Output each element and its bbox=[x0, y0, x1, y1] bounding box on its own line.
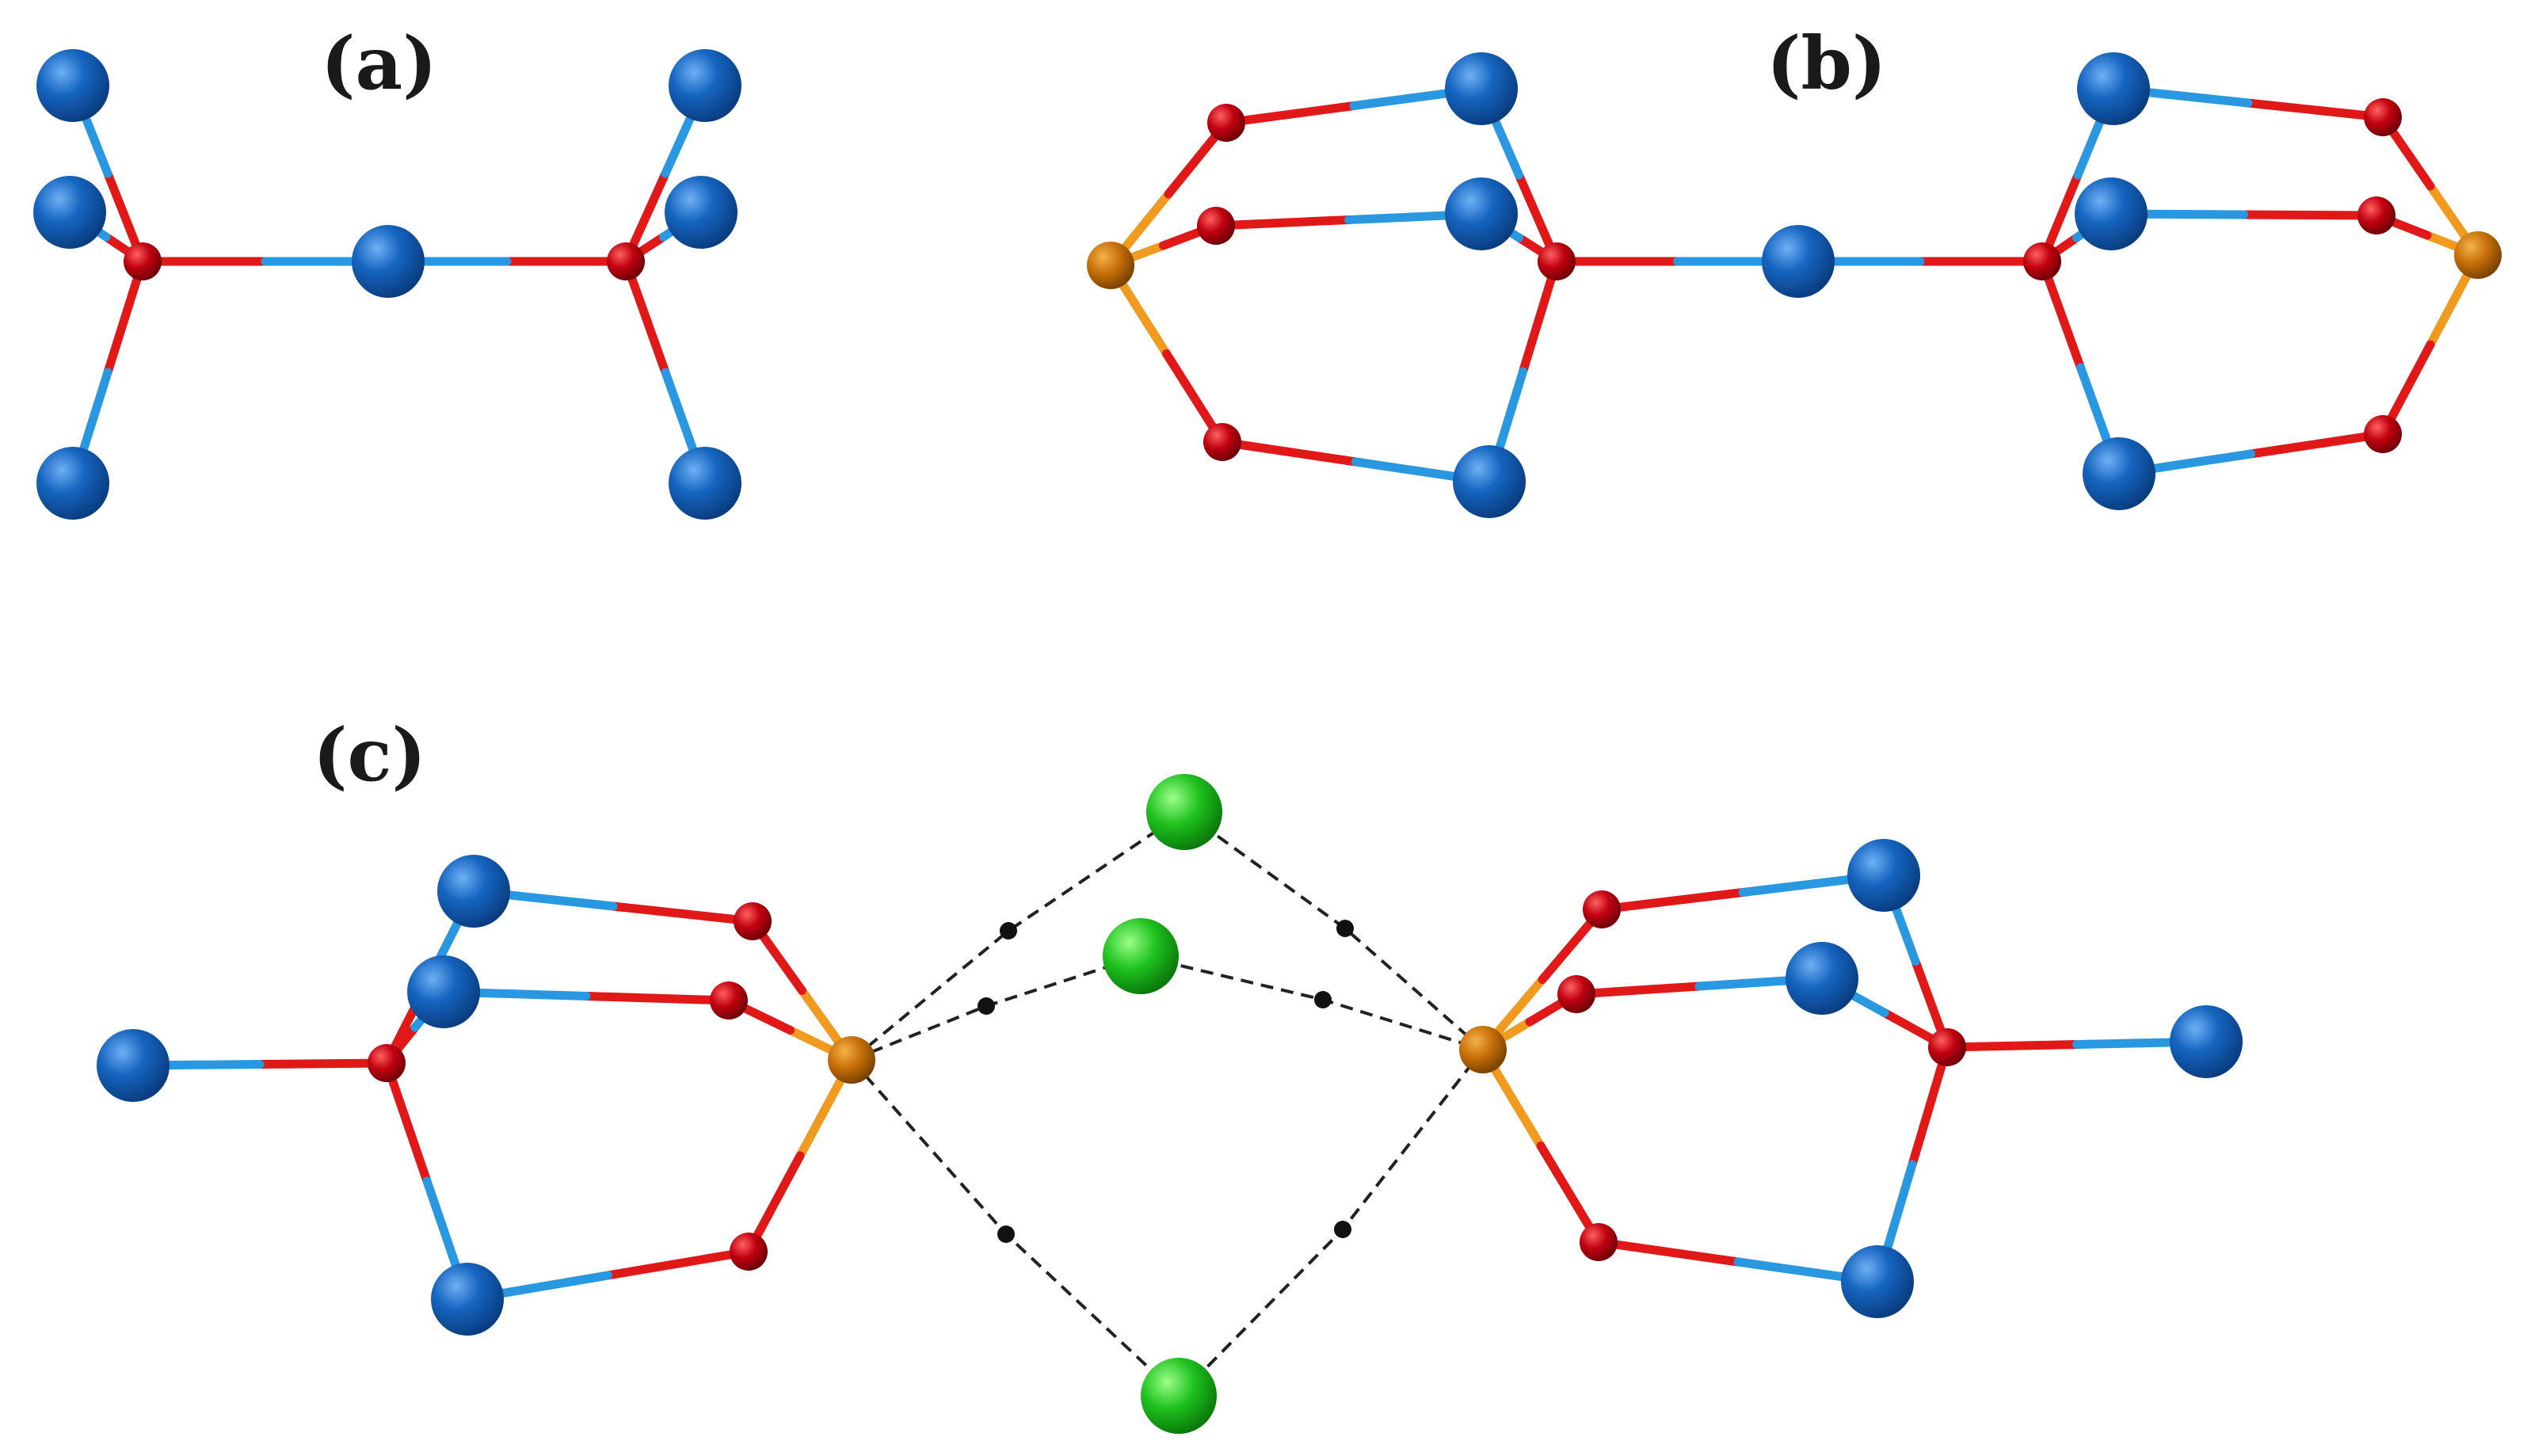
dashed-contact-line bbox=[1183, 810, 1485, 1051]
dashed-contact-line bbox=[850, 810, 1186, 1062]
blue-atom bbox=[669, 447, 741, 520]
red-atom bbox=[1538, 242, 1576, 280]
blue-atom bbox=[97, 1029, 170, 1102]
bond-segment bbox=[1218, 437, 1360, 467]
blue-atom bbox=[2083, 437, 2155, 510]
dashed-contacts bbox=[850, 810, 1485, 1397]
blue-atom bbox=[431, 1263, 504, 1336]
bond-segment bbox=[1211, 215, 1353, 231]
red-atom bbox=[734, 902, 772, 940]
blue-atom bbox=[1453, 445, 1526, 518]
blue-atom bbox=[669, 49, 741, 122]
blue-atom bbox=[36, 49, 109, 122]
orange-atom bbox=[1459, 1026, 1507, 1073]
contact-dot bbox=[1336, 920, 1354, 937]
red-atom bbox=[2364, 415, 2402, 453]
blue-atom bbox=[1445, 177, 1518, 250]
bond-segment bbox=[2243, 98, 2388, 122]
bond-segment bbox=[382, 1058, 432, 1186]
blue-atom bbox=[2075, 177, 2148, 250]
atoms-layer bbox=[33, 49, 2502, 1434]
contact-dot bbox=[997, 1225, 1015, 1243]
blue-atom bbox=[1445, 52, 1518, 125]
red-atom bbox=[1557, 975, 1595, 1013]
bonds-layer bbox=[65, 81, 2483, 1304]
red-atom bbox=[2357, 196, 2396, 234]
blue-atom bbox=[437, 855, 510, 928]
blue-atom bbox=[2077, 52, 2150, 125]
blue-atom bbox=[1841, 1245, 1914, 1318]
blue-atom bbox=[1786, 942, 1858, 1015]
red-atom bbox=[1928, 1028, 1966, 1066]
blue-atom bbox=[352, 225, 425, 298]
orange-atom bbox=[2454, 231, 2502, 279]
panel-label-b: (b) bbox=[1767, 21, 1886, 106]
contact-dot bbox=[1000, 922, 1017, 940]
red-atom bbox=[710, 981, 748, 1020]
bond-segment bbox=[621, 257, 670, 377]
bond-segment bbox=[608, 901, 757, 926]
dashed-contact-line bbox=[1177, 1048, 1485, 1397]
bond-segment bbox=[1594, 1237, 1743, 1267]
red-atom bbox=[368, 1044, 406, 1082]
green-atom bbox=[1141, 1358, 1217, 1434]
bond-segment bbox=[1942, 1040, 2081, 1052]
contact-dot bbox=[1314, 991, 1332, 1008]
bond-segment bbox=[1519, 257, 1561, 376]
bond-segment bbox=[1908, 1042, 1952, 1169]
red-atom bbox=[2364, 98, 2402, 136]
panel-label-c: (c) bbox=[313, 712, 426, 798]
green-atom bbox=[1146, 774, 1222, 850]
bond-segment bbox=[1222, 101, 1359, 128]
dashed-contact-line bbox=[851, 955, 1142, 1062]
dashed-contact-line bbox=[850, 1058, 1180, 1397]
bond-segment bbox=[103, 257, 147, 377]
bond-segment bbox=[1597, 888, 1748, 914]
contact-dot bbox=[978, 997, 995, 1015]
bond-segment bbox=[581, 992, 734, 1005]
red-atom bbox=[2023, 242, 2061, 280]
panel-label-a: (a) bbox=[321, 21, 437, 106]
blue-atom bbox=[2170, 1005, 2243, 1078]
red-atom bbox=[1583, 890, 1621, 928]
bond-segment bbox=[2247, 429, 2388, 459]
red-atom bbox=[1203, 423, 1241, 461]
bond-segment bbox=[1572, 981, 1704, 999]
contact-dot bbox=[1334, 1221, 1351, 1238]
blue-atom bbox=[36, 447, 109, 520]
blue-atom bbox=[665, 176, 738, 249]
red-atom bbox=[1197, 207, 1235, 245]
bond-segment bbox=[604, 1247, 753, 1280]
blue-atom bbox=[1847, 839, 1920, 912]
orange-atom bbox=[1087, 242, 1134, 289]
red-atom bbox=[730, 1233, 768, 1271]
red-atom bbox=[1580, 1223, 1618, 1261]
bond-segment bbox=[255, 1058, 391, 1069]
red-atom bbox=[1207, 104, 1245, 142]
red-atom bbox=[124, 242, 162, 280]
green-atom bbox=[1103, 918, 1179, 994]
blue-atom bbox=[33, 176, 106, 249]
blue-atom bbox=[1762, 225, 1835, 298]
blue-atom bbox=[407, 955, 480, 1028]
red-atom bbox=[607, 242, 645, 280]
orange-atom bbox=[828, 1036, 875, 1084]
